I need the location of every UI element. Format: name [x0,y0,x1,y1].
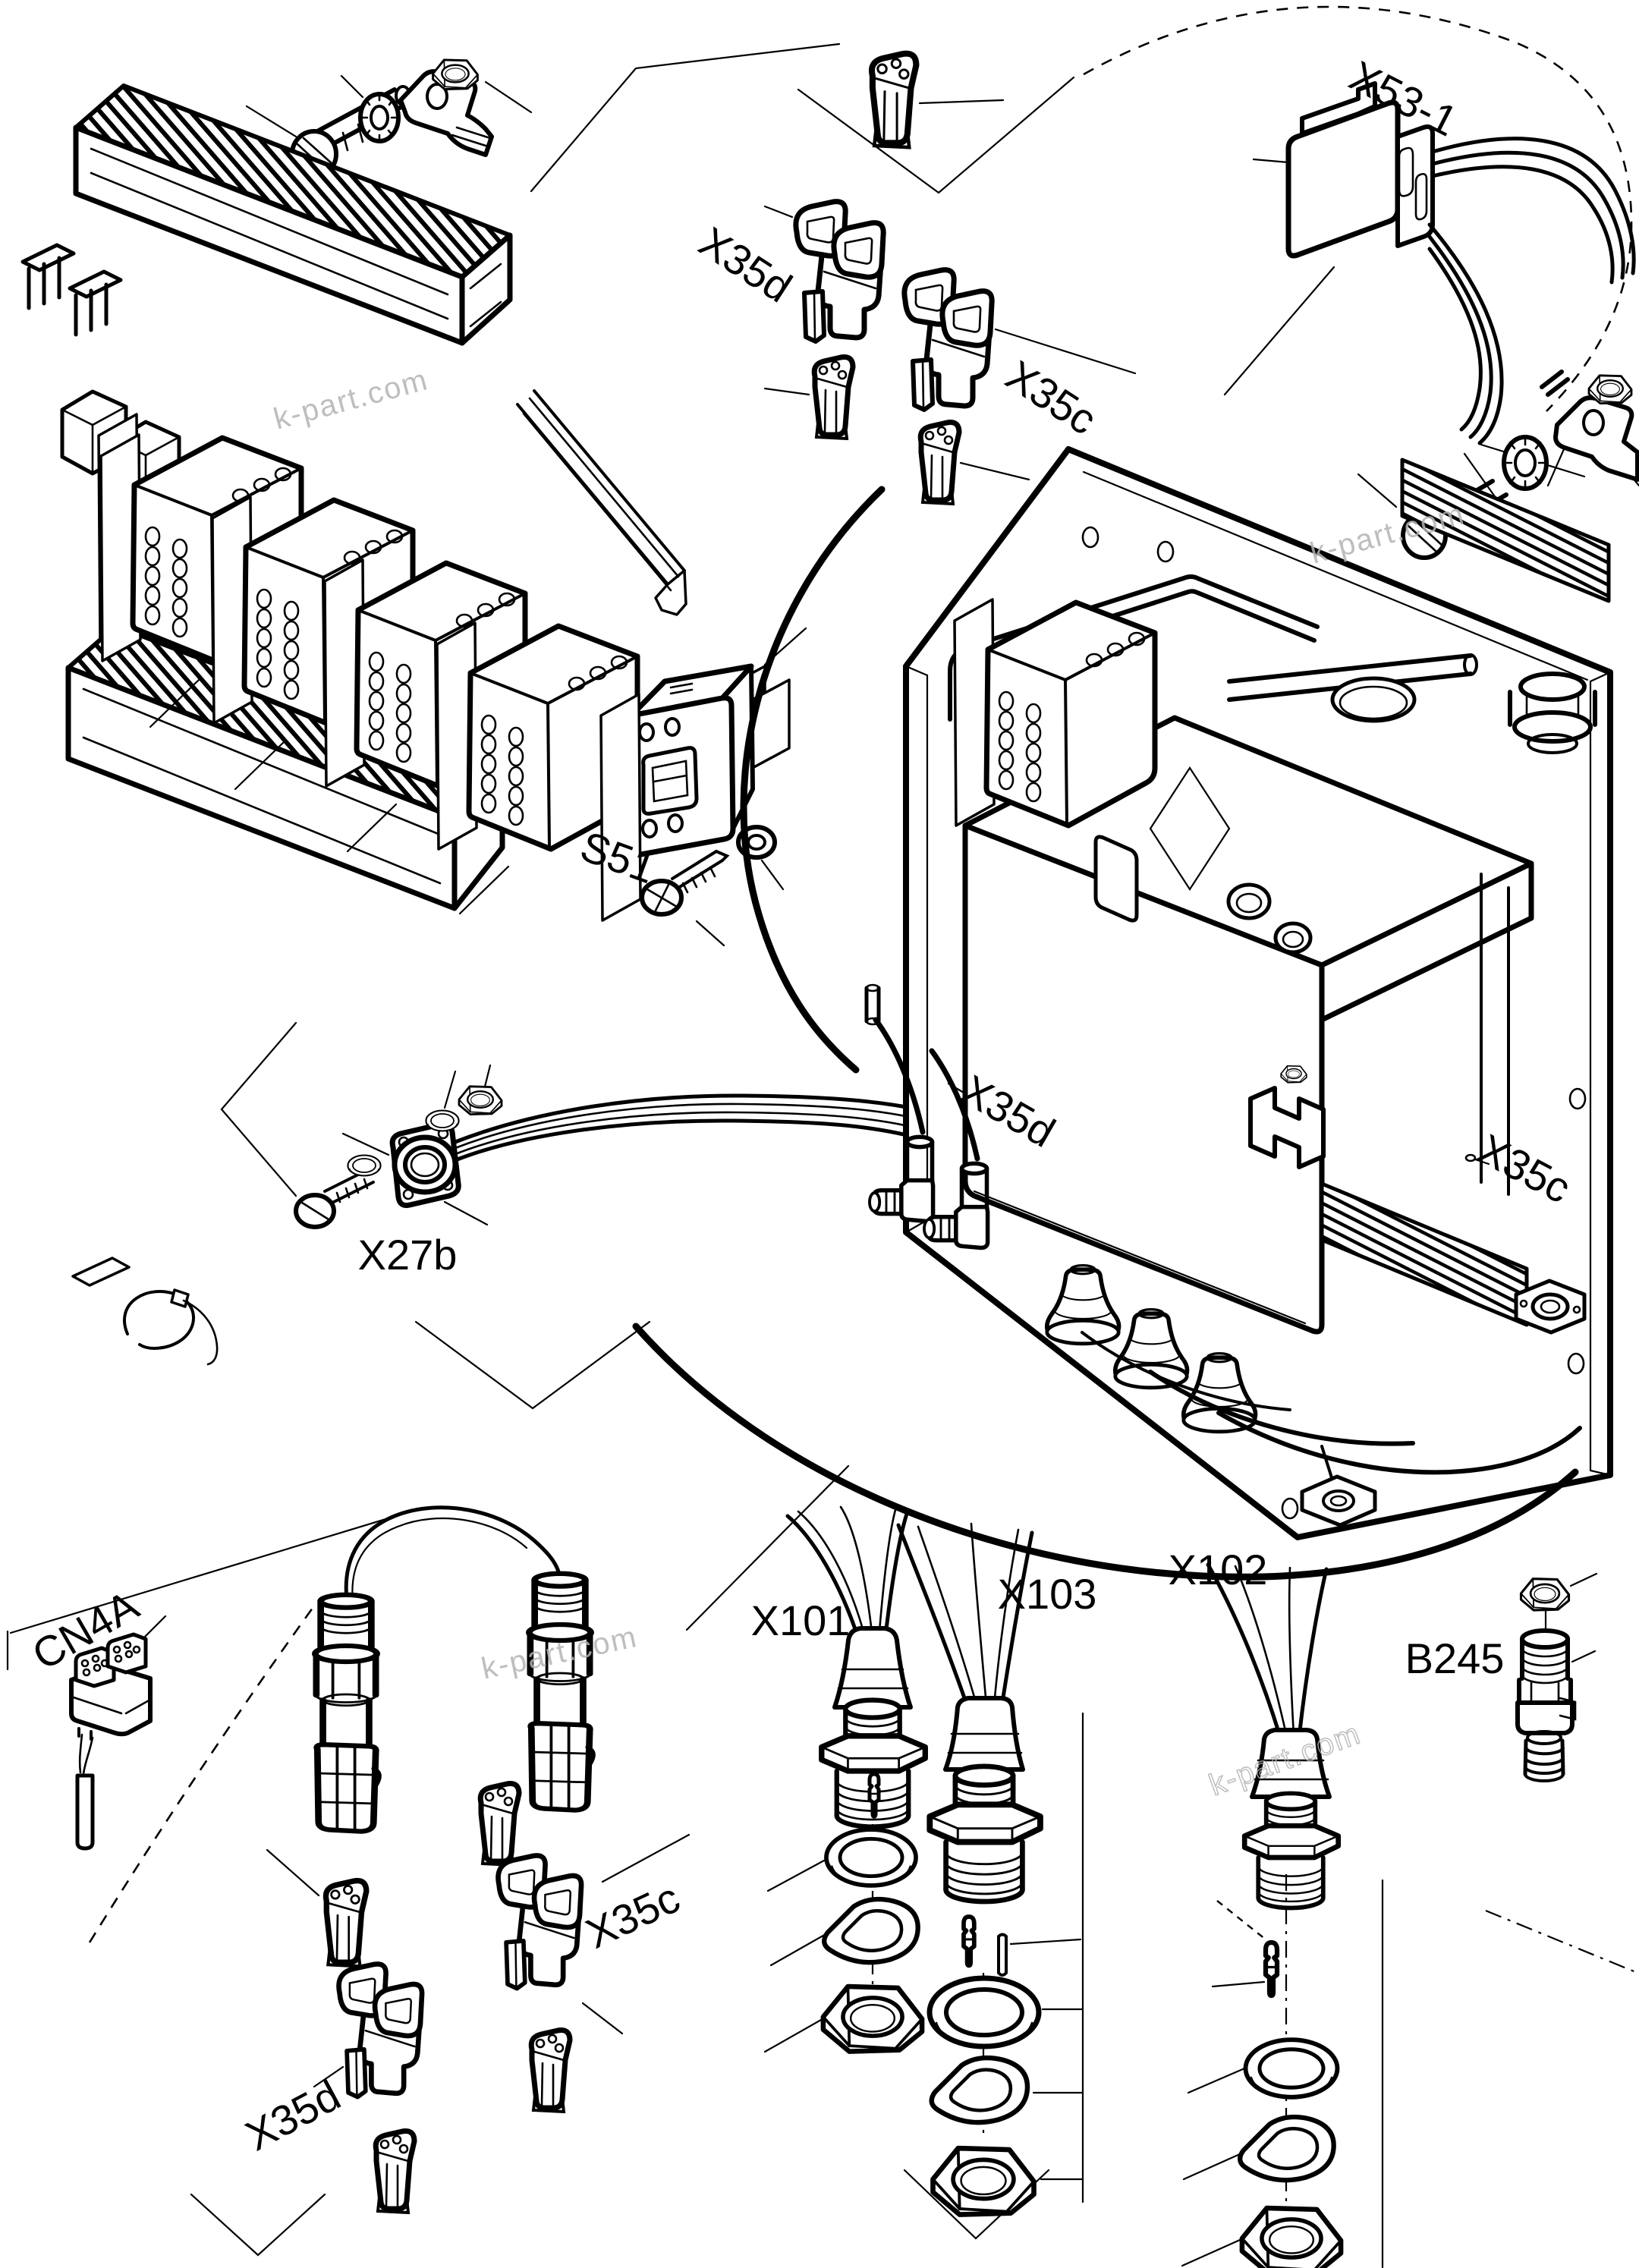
seal-washer [1246,2040,1338,2097]
wedge-plug [326,1881,366,1967]
part-label-x103: X103 [998,1570,1097,1618]
terminal-pin [1266,1942,1277,1996]
cable-tie-group [71,1257,219,1366]
hex-nut [432,58,479,91]
part-label-x27b: X27b [358,1231,458,1279]
wedge-plug [480,1784,519,1865]
wedge-plug [814,357,853,439]
region-boundary-lines-bottom [190,1464,1384,2268]
wedge-plug [920,423,959,504]
lock-nut [823,1986,922,2052]
x102-stack [1181,1562,1341,2268]
cn4a-group [6,1508,417,1943]
gland-body [930,1766,1040,1902]
leader-arc-upper [740,486,886,1074]
cable-gland-top [1508,672,1597,754]
lock-washer [358,92,401,143]
watermark: k-part.com [270,363,432,436]
sensor-body [1515,1628,1577,1735]
serrated-washer [1502,435,1549,491]
x53-1-connector [1083,5,1636,478]
wire-clamp [1248,1065,1326,1169]
part-label-x35c-bottom: X35c [579,1873,687,1958]
ribbed-boot [1523,1730,1565,1782]
x35c-plug [904,270,992,410]
x101-stack [763,1505,925,2052]
ring-terminal [1540,370,1639,482]
part-label-x101: X101 [751,1596,851,1644]
lock-nut [1519,1578,1571,1612]
lock-nut [1242,2208,1341,2268]
wedge-plug [531,2031,570,2112]
fuse-links [20,243,123,337]
watermark: k-part.com [1307,497,1468,571]
washer [425,1109,460,1132]
part-label-x35d-top: X35d [691,218,801,312]
bolt [294,1169,375,1229]
din-rail [516,389,687,616]
gland-body [1244,1793,1339,1908]
x35d-mid-fittings [864,983,988,1248]
x53-wires [1427,137,1636,445]
sensor-harness [266,1505,691,2213]
x35d-plug [796,202,883,341]
oval-cutout [1330,676,1417,723]
x103-stack [896,1522,1084,2215]
x35d-plug [339,1964,423,2097]
seal-washer [930,1978,1039,2046]
teardrop-gasket [932,2058,1027,2122]
fastener-set-top-left [245,58,533,179]
region-boundary-lines [530,42,1075,194]
terminal-block-modules [97,413,642,922]
teardrop-gasket [824,1899,918,1962]
x27b-connector-assembly [220,1021,966,1410]
lock-nut [933,2148,1034,2214]
washer [347,1154,382,1177]
b245-sensor [1485,1572,1638,1974]
terminal-module [955,599,1155,826]
vertical-rail [1480,873,1510,1196]
relay-socket [69,1632,153,1737]
flange-connector [389,1121,461,1208]
teardrop-gasket [1240,2117,1334,2180]
x35c-mid-socket [1464,1153,1587,1335]
inner-duct-upper [1400,458,1611,603]
leader-arc-lower [632,1323,1579,1581]
wire-harness [453,1093,966,1162]
bottom-harness [1081,1331,1582,1527]
terminal-pin [870,1774,879,1817]
pressure-sensor [529,1574,593,1810]
cable-duct-upper [73,83,513,346]
pigtail-sleeve [75,1727,95,1851]
hex-nut [1587,374,1633,404]
part-label-x102: X102 [1169,1546,1268,1593]
x35-connectors-top [763,202,1137,504]
wedge-plug [376,2131,414,2213]
mounting-screw [640,850,730,917]
top-wedge-connector [872,54,1005,148]
part-label-b245: B245 [1405,1634,1505,1682]
seal-washer [826,1829,916,1886]
nut [458,1085,503,1115]
part-label-x35c-top: X35c [998,351,1105,443]
part-label-x35d-bottom: X35d [238,2071,348,2159]
terminal-pin [964,1917,974,1965]
x35c-plug [499,1855,582,1988]
pressure-sensor [315,1595,379,1832]
